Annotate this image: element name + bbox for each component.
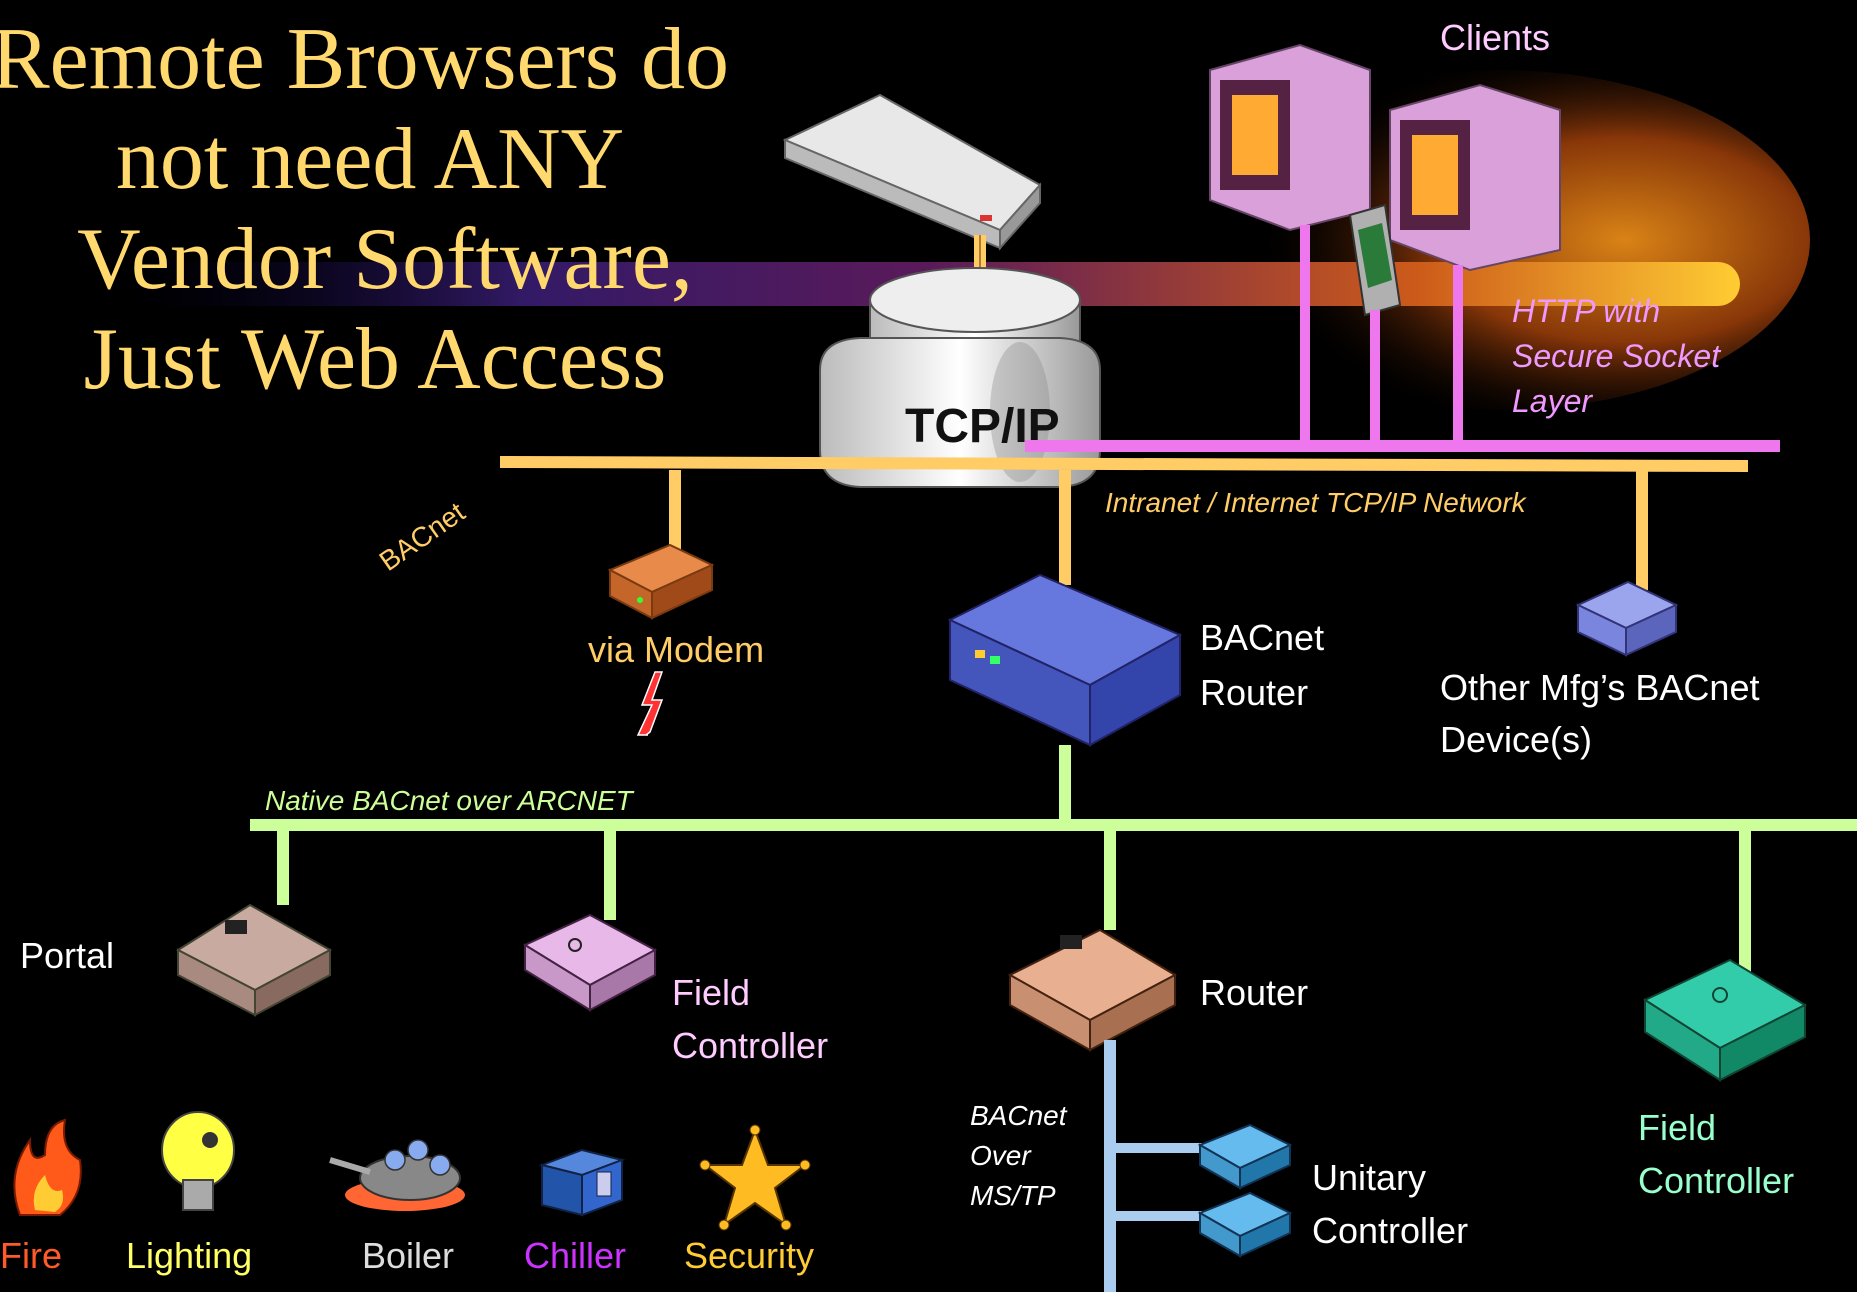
- unitary-controller-icon-2: [1197, 1191, 1293, 1258]
- unitary-controller-label: Unitary Controller: [1312, 1157, 1468, 1251]
- chiller-icon: [538, 1148, 626, 1217]
- mstp-label-line-2: Over: [970, 1140, 1032, 1171]
- portal-icon: [175, 903, 333, 1017]
- unitary-controller-icon-1: [1197, 1123, 1293, 1190]
- unitary-label-line-1: Unitary: [1312, 1157, 1426, 1198]
- title-line-3: Vendor Software,: [77, 211, 693, 308]
- modem-icon: [607, 543, 715, 620]
- bacnet-router-label: BACnet Router: [1200, 617, 1324, 713]
- lightbulb-icon: [161, 1111, 235, 1211]
- other-device-label-line-2: Device(s): [1440, 719, 1592, 760]
- client-monitor-icon-1: [1209, 43, 1371, 232]
- boiler-icon: [329, 1139, 465, 1211]
- lightning-icon: [636, 671, 664, 736]
- title-line-1: Remote Browsers do: [0, 11, 729, 108]
- mstp-label-line-1: BACnet: [970, 1100, 1068, 1131]
- page-title: Remote Browsers do not need ANY Vendor S…: [0, 11, 729, 408]
- tcpip-backbone: [499, 456, 1749, 472]
- mstp-label-line-3: MS/TP: [970, 1180, 1056, 1211]
- system-label-lighting: Lighting: [126, 1235, 252, 1276]
- http-label-line-3: Layer: [1512, 383, 1593, 419]
- field-controller-1-label-line-1: Field: [672, 972, 750, 1013]
- modem-label: via Modem: [588, 629, 764, 670]
- http-ssl-label: HTTP with Secure Socket Layer: [1512, 293, 1721, 419]
- other-device-label: Other Mfg’s BACnet Device(s): [1440, 667, 1759, 760]
- web-server-icon: [782, 93, 1042, 251]
- portal-label: Portal: [20, 935, 114, 976]
- field-controller-1-label-line-2: Controller: [672, 1025, 828, 1066]
- field-controller-2-label: Field Controller: [1638, 1107, 1794, 1201]
- pda-icon: [1348, 203, 1402, 317]
- field-controller-1-label: Field Controller: [672, 972, 828, 1066]
- bacnet-router-label-line-1: BACnet: [1200, 617, 1324, 658]
- other-device-label-line-1: Other Mfg’s BACnet: [1440, 667, 1759, 708]
- router-2-icon: [1007, 928, 1178, 1052]
- system-label-chiller: Chiller: [524, 1235, 626, 1276]
- http-label-line-1: HTTP with: [1512, 293, 1660, 329]
- bacnet-router-label-line-2: Router: [1200, 672, 1308, 713]
- field-controller-2-label-line-1: Field: [1638, 1107, 1716, 1148]
- fire-icon: [13, 1118, 82, 1216]
- system-label-fire: Fire: [0, 1235, 62, 1276]
- field-controller-1-icon: [522, 913, 658, 1012]
- title-line-4: Just Web Access: [84, 311, 667, 408]
- client-monitor-icon-2: [1389, 83, 1561, 272]
- intranet-label: Intranet / Internet TCP/IP Network: [1105, 487, 1528, 518]
- arcnet-label: Native BACnet over ARCNET: [265, 785, 635, 816]
- systems-labels: Fire Lighting Boiler Chiller Security: [0, 1235, 814, 1276]
- title-line-2: not need ANY: [116, 111, 624, 208]
- bacnet-router-icon: [947, 573, 1183, 747]
- system-label-security: Security: [684, 1235, 814, 1276]
- other-device-icon: [1575, 580, 1679, 657]
- bacnet-diag-label: BACnet: [374, 496, 471, 577]
- system-label-boiler: Boiler: [362, 1235, 454, 1276]
- mstp-label: BACnet Over MS/TP: [970, 1100, 1068, 1211]
- router-label: Router: [1200, 972, 1308, 1013]
- field-controller-2-icon: [1642, 958, 1808, 1082]
- clients-label: Clients: [1440, 17, 1550, 58]
- field-controller-2-label-line-2: Controller: [1638, 1160, 1794, 1201]
- security-badge-icon: [699, 1124, 811, 1231]
- unitary-label-line-2: Controller: [1312, 1210, 1468, 1251]
- http-label-line-2: Secure Socket: [1512, 338, 1721, 374]
